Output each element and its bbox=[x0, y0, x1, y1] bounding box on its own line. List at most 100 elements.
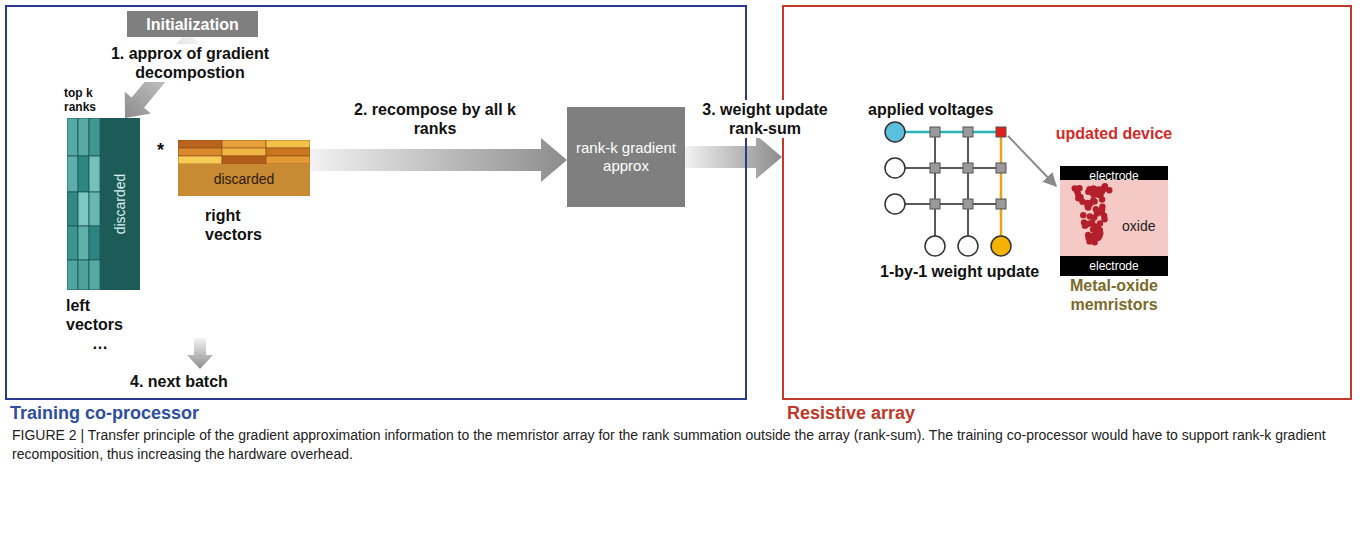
box-text: rank-k gradient approx bbox=[567, 139, 685, 175]
next-batch-arrow bbox=[187, 338, 213, 369]
flow-arrow bbox=[685, 135, 782, 179]
matrix-note: top k ranks bbox=[64, 86, 108, 114]
voltage-source bbox=[925, 236, 945, 256]
matrix-cell bbox=[222, 148, 266, 156]
memristor-cells bbox=[930, 127, 1006, 209]
filament-dot bbox=[1087, 213, 1093, 219]
step-label: 4. next batch bbox=[130, 372, 280, 391]
matrix-cell bbox=[89, 156, 100, 192]
matrix-cell bbox=[266, 140, 310, 148]
filament-dot bbox=[1079, 199, 1085, 205]
memristor-cell bbox=[963, 127, 973, 137]
crossbar-array bbox=[885, 122, 1056, 256]
filament-dot bbox=[1096, 192, 1102, 198]
process-box: Initialization bbox=[127, 11, 258, 37]
matrix-cell bbox=[266, 148, 310, 156]
row-wire bbox=[905, 131, 1006, 134]
step-label: 1. approx of gradient decompostion bbox=[95, 44, 285, 82]
row-wire bbox=[905, 167, 1006, 169]
filament-dot bbox=[1099, 206, 1105, 212]
matrix-drawing bbox=[67, 118, 140, 290]
figure-caption: FIGURE 2 | Transfer principle of the gra… bbox=[12, 426, 1348, 464]
electrode-layer: electrode bbox=[1060, 256, 1168, 276]
voltage-source bbox=[958, 236, 978, 256]
voltage-source bbox=[991, 236, 1011, 256]
matrix-cell bbox=[78, 260, 89, 290]
filament-dot bbox=[1100, 185, 1106, 191]
matrix-label: left vectors bbox=[66, 296, 136, 334]
discarded-region bbox=[178, 164, 310, 196]
panel-heading: Training co-processor bbox=[10, 403, 199, 424]
column-wire bbox=[1000, 127, 1003, 236]
array-panel: electrodeoxideelectrodeResistive array bbox=[782, 5, 1352, 400]
voltage-source bbox=[885, 194, 905, 214]
matrix-cell bbox=[78, 226, 89, 260]
ellipsis: … bbox=[92, 334, 122, 353]
matrix-cell bbox=[89, 260, 100, 290]
filament-dot bbox=[1085, 189, 1091, 195]
step-label: 2. recompose by all k ranks bbox=[340, 100, 530, 138]
memristor-cell bbox=[996, 163, 1006, 173]
matrix-text: discarded bbox=[112, 174, 128, 235]
matrix-cell bbox=[78, 156, 89, 192]
array-label: applied voltages bbox=[868, 100, 1018, 119]
filament-dot bbox=[1097, 230, 1103, 236]
matrix-cell bbox=[178, 140, 222, 148]
memristor-cell bbox=[930, 199, 940, 209]
oxide-fill bbox=[1060, 180, 1168, 256]
matrix-cell bbox=[67, 226, 78, 260]
step-label: 3. weight update rank-sum bbox=[690, 100, 840, 138]
process-box: rank-k gradient approx bbox=[567, 107, 685, 207]
filament-dot bbox=[1091, 239, 1097, 245]
matrix-cell bbox=[67, 118, 78, 156]
matrix-text: discarded bbox=[178, 171, 310, 187]
memristor-cell bbox=[963, 199, 973, 209]
matrix-cell bbox=[178, 156, 222, 164]
matrix-cell bbox=[222, 140, 266, 148]
matrix-cell bbox=[89, 118, 100, 156]
matrix-cell bbox=[89, 192, 100, 226]
voltage-source bbox=[885, 122, 905, 142]
memristor-cell bbox=[930, 127, 940, 137]
memristor-cell bbox=[996, 127, 1006, 137]
flow-arrow bbox=[310, 138, 567, 182]
filament-dot bbox=[1075, 190, 1081, 196]
matrix-cell bbox=[67, 192, 78, 226]
vector-matrix: discarded bbox=[178, 140, 310, 196]
voltage-source bbox=[885, 158, 905, 178]
matrix-drawing bbox=[178, 140, 310, 196]
matrix-label: right vectors bbox=[205, 206, 279, 244]
layout-arrows bbox=[187, 338, 213, 369]
memristor-cell bbox=[996, 199, 1006, 209]
matrix-cell bbox=[78, 192, 89, 226]
oxide-text: oxide bbox=[1122, 218, 1155, 234]
oxide-layer: oxide bbox=[1060, 180, 1168, 256]
vector-matrix: discarded bbox=[67, 118, 140, 290]
row-wire bbox=[905, 203, 1006, 205]
matrix-cell bbox=[178, 148, 222, 156]
array-label: 1-by-1 weight update bbox=[880, 262, 1060, 281]
matrix-cell bbox=[222, 156, 266, 164]
device-label: updated device bbox=[1052, 124, 1176, 143]
filament-dot bbox=[1080, 212, 1086, 218]
filament-dot bbox=[1085, 235, 1091, 241]
electrode-text: electrode bbox=[1089, 259, 1138, 273]
panel-heading: Resistive array bbox=[787, 403, 915, 424]
matrix-cell bbox=[266, 156, 310, 164]
filament-dot bbox=[1090, 197, 1096, 203]
memristor-cell bbox=[963, 163, 973, 173]
filament-dot bbox=[1086, 221, 1092, 227]
memristor-cell bbox=[930, 163, 940, 173]
matrix-cell bbox=[67, 156, 78, 192]
leader-arrow bbox=[1008, 136, 1056, 186]
operator-symbol: * bbox=[157, 140, 173, 160]
matrix-cell bbox=[67, 260, 78, 290]
box-text: Initialization bbox=[142, 15, 242, 34]
matrix-cell bbox=[78, 118, 89, 156]
discarded-region bbox=[100, 118, 140, 290]
filament-dot bbox=[1093, 206, 1099, 212]
matrix-cell bbox=[89, 226, 100, 260]
filament-dot bbox=[1072, 185, 1078, 191]
column-wire bbox=[967, 127, 969, 236]
